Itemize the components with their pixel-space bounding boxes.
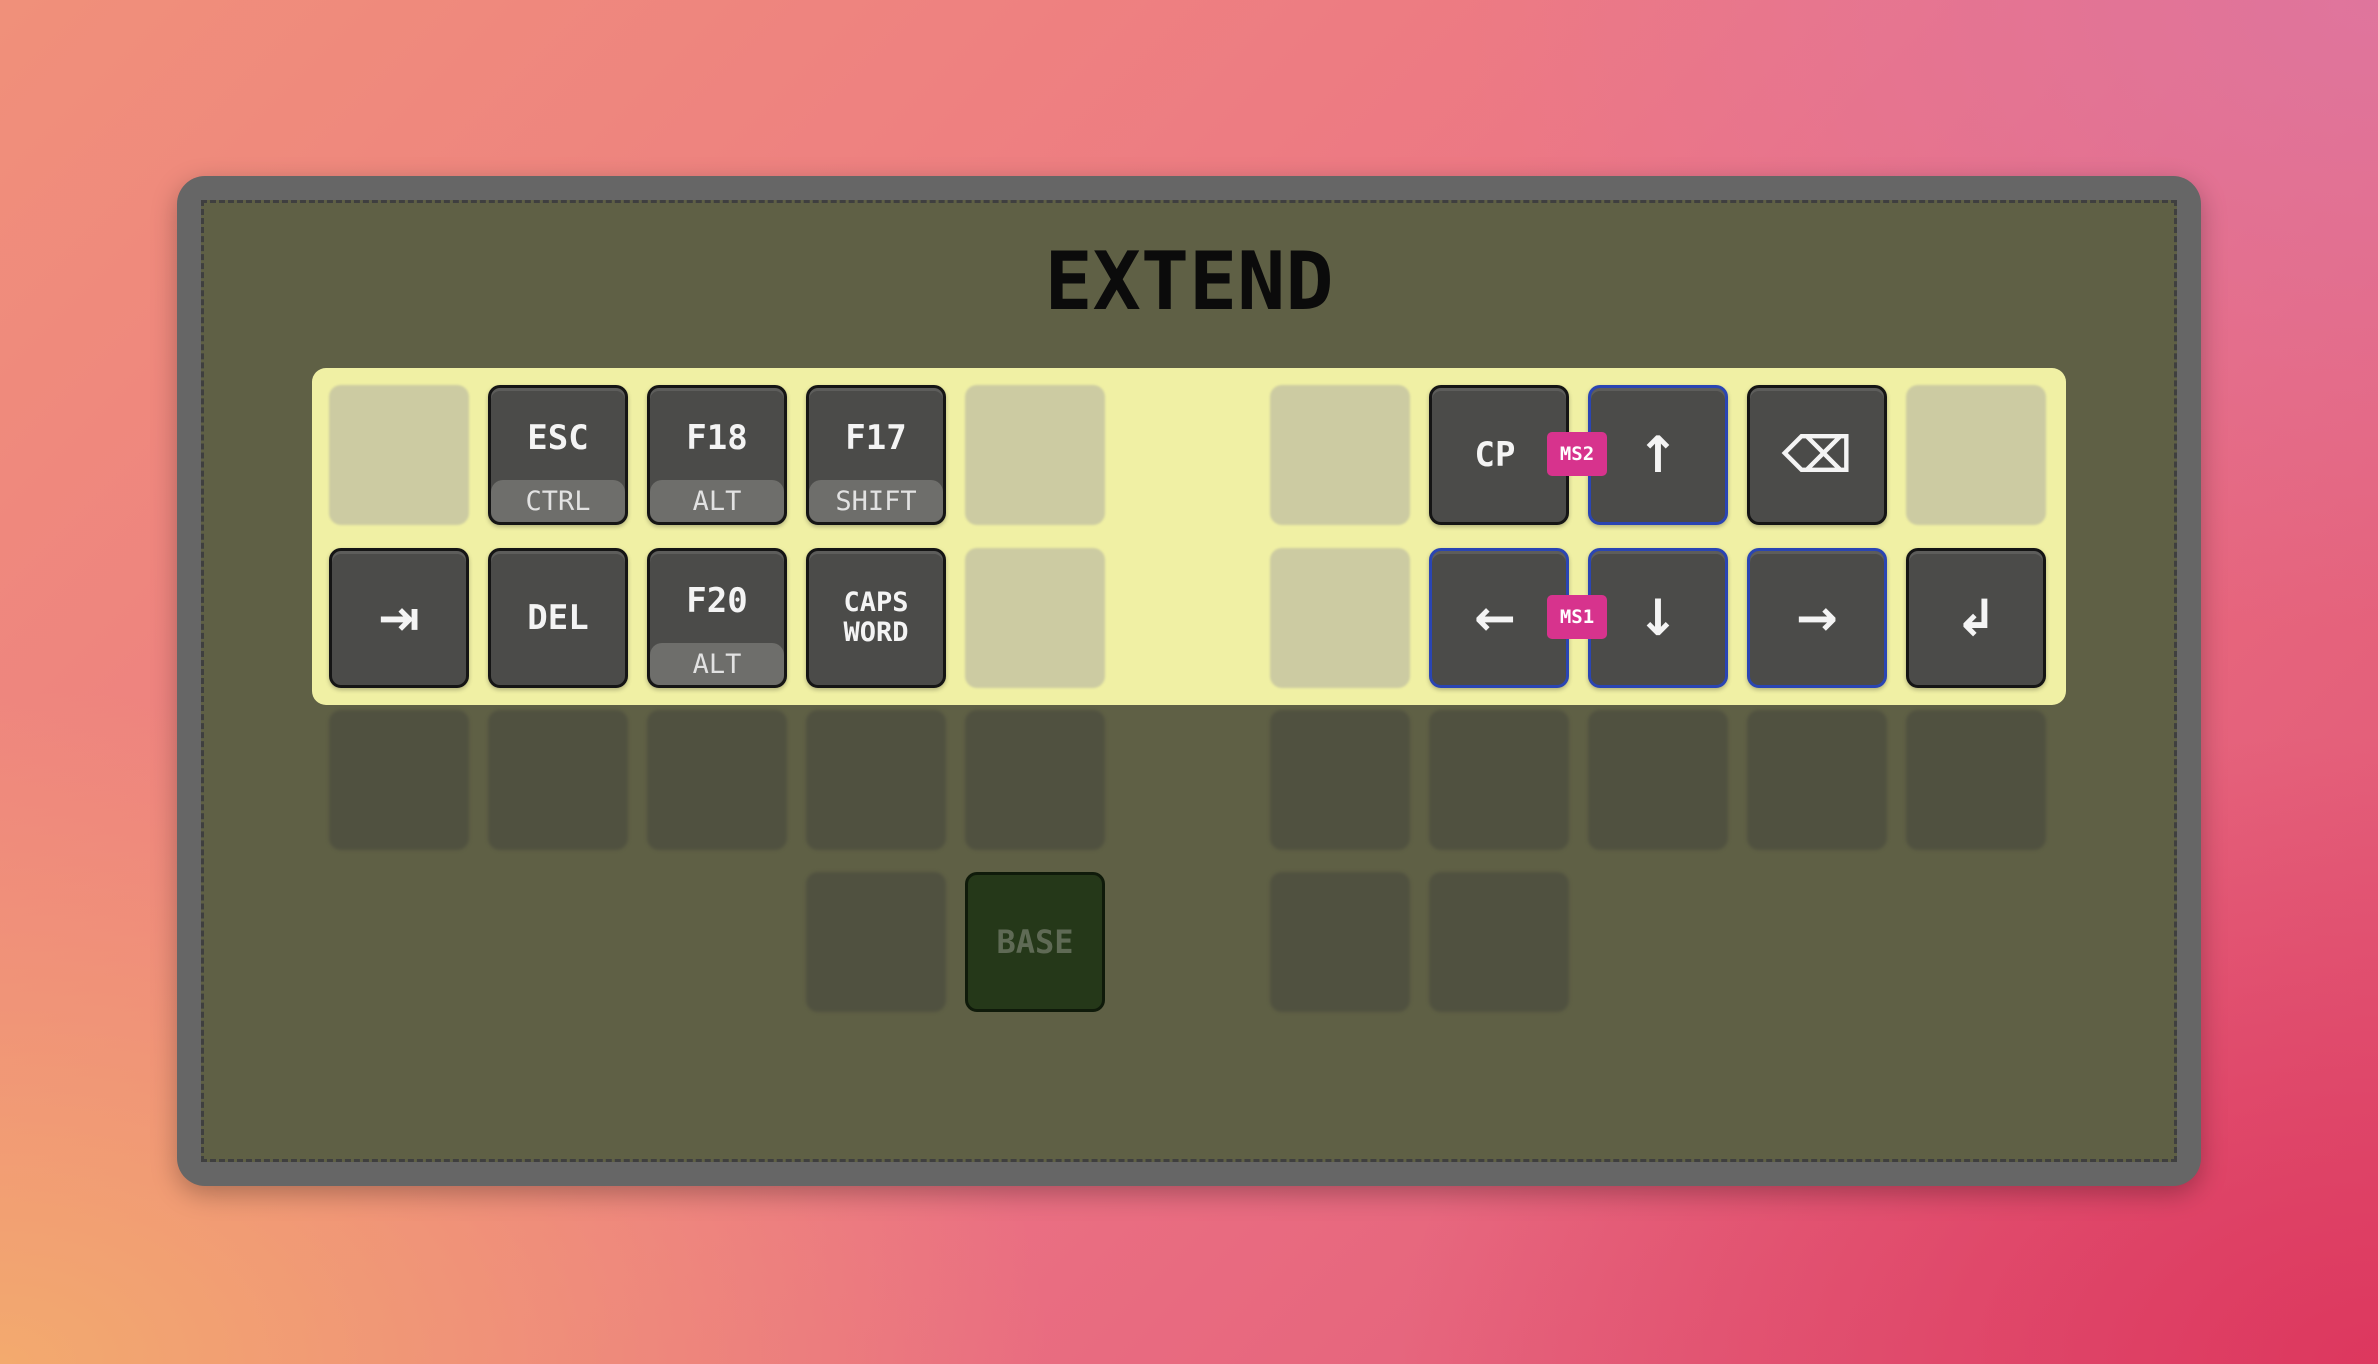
combo-badge-ms2[interactable]: MS2 [1547,432,1607,476]
key-thumb-right-1 [1270,872,1410,1012]
key-bottom-right-1 [1270,710,1410,850]
layer-title: EXTEND [1044,235,1334,328]
key-tab[interactable]: ⇥ [329,548,469,688]
key-hold-label: ALT [650,480,784,522]
key-hold-label: SHIFT [809,480,943,522]
key-tap-label: F17 [845,418,907,458]
key-thumb-left-1 [806,872,946,1012]
key-hold-label: ALT [650,643,784,685]
key-bottom-right-3 [1588,710,1728,850]
key-top-left-5-empty [965,385,1105,525]
key-tap-label: CP [1474,435,1516,475]
key-bottom-right-2 [1429,710,1569,850]
key-base-layer-held[interactable]: BASE [965,872,1105,1012]
key-bottom-left-1 [329,710,469,850]
key-backspace[interactable]: ⌫ [1747,385,1887,525]
combo-badge-ms1[interactable]: MS1 [1547,595,1607,639]
arrow-right-icon: → [1796,589,1838,647]
key-hold-label: CTRL [491,480,625,522]
key-home-right-1-empty [1270,548,1410,688]
base-layer-label: BASE [996,923,1074,961]
key-bottom-left-2 [488,710,628,850]
key-tap-label: F20 [686,581,748,621]
key-home-left-5-empty [965,548,1105,688]
key-arrow-left[interactable]: ← [1429,548,1569,688]
key-esc[interactable]: ESC CTRL [488,385,628,525]
key-tap-label: ESC [527,418,589,458]
key-thumb-right-2 [1429,872,1569,1012]
key-arrow-down[interactable]: ↓ [1588,548,1728,688]
key-f20[interactable]: F20 ALT [647,548,787,688]
key-arrow-right[interactable]: → [1747,548,1887,688]
key-tap-label-line-1: CAPS [843,587,909,618]
key-arrow-up[interactable]: ↑ [1588,385,1728,525]
key-top-right-5-empty [1906,385,2046,525]
key-top-right-1-empty [1270,385,1410,525]
key-bottom-right-5 [1906,710,2046,850]
key-bottom-right-4 [1747,710,1887,850]
tab-icon: ⇥ [378,589,420,647]
key-tap-label: DEL [527,598,589,638]
key-tap-label: F18 [686,418,748,458]
key-f17[interactable]: F17 SHIFT [806,385,946,525]
arrow-up-icon: ↑ [1637,426,1679,484]
arrow-left-icon: ← [1474,589,1516,647]
key-bottom-left-3 [647,710,787,850]
backspace-icon: ⌫ [1781,426,1853,484]
key-f18[interactable]: F18 ALT [647,385,787,525]
key-tap-label-line-2: WORD [843,617,909,648]
key-del[interactable]: DEL [488,548,628,688]
key-enter[interactable]: ↲ [1906,548,2046,688]
key-bottom-left-4 [806,710,946,850]
enter-icon: ↲ [1955,589,1997,647]
key-top-left-1-empty [329,385,469,525]
key-caps-word[interactable]: CAPS WORD [806,548,946,688]
key-bottom-left-5 [965,710,1105,850]
arrow-down-icon: ↓ [1637,589,1679,647]
